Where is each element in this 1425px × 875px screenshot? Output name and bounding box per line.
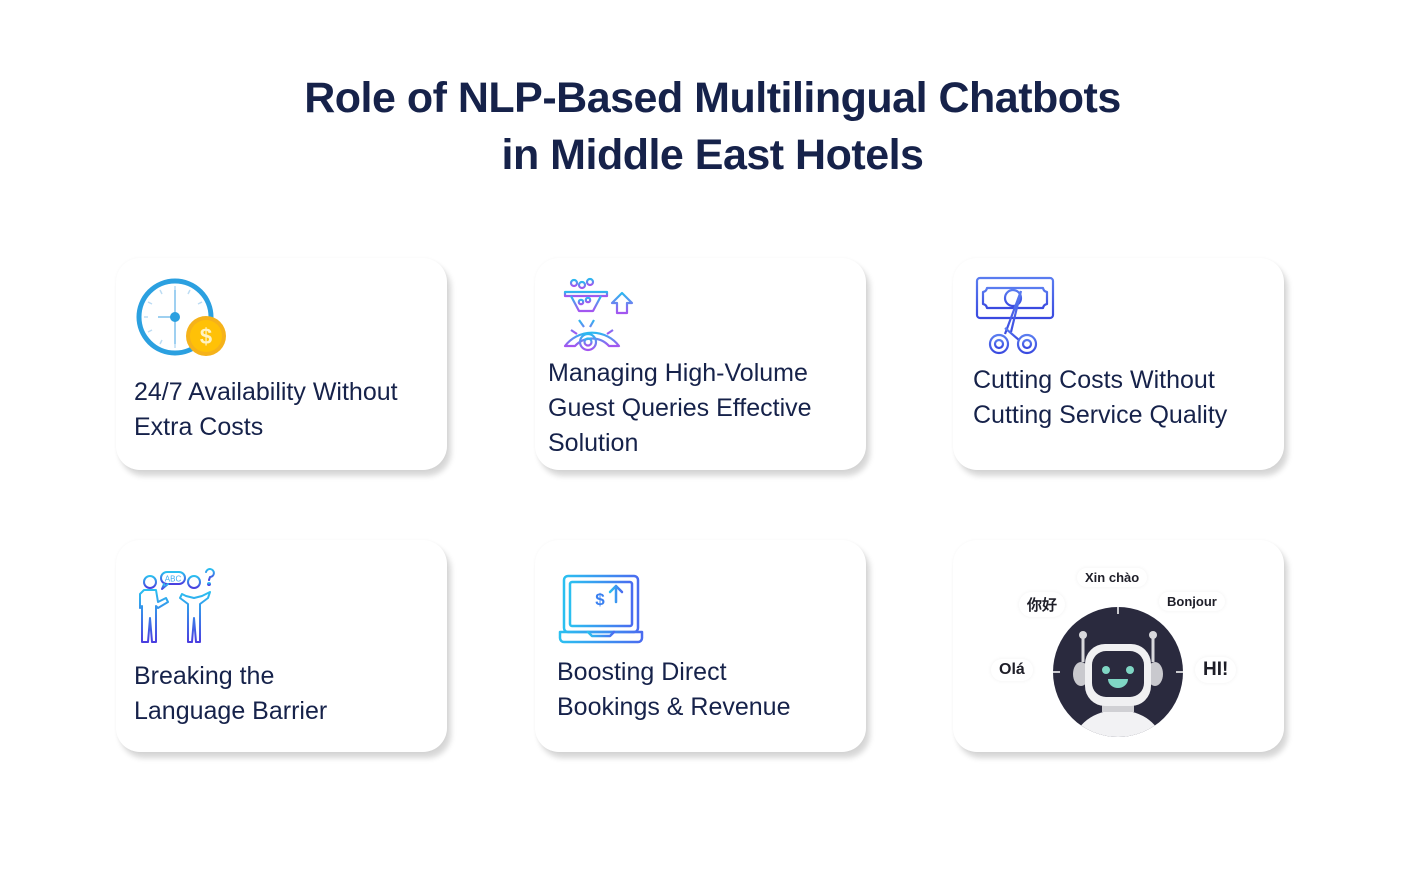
card-label: Cutting Costs Without Cutting Service Qu… xyxy=(973,363,1283,433)
card-label-line: Cutting Service Quality xyxy=(973,401,1228,429)
scissors-cutting-money-icon xyxy=(975,276,1057,362)
clock-coin-icon: $ xyxy=(136,278,228,362)
card-high-volume-queries: Managing High-Volume Guest Queries Effec… xyxy=(535,258,866,470)
greeting-french: Bonjour xyxy=(1159,592,1225,611)
multilingual-robot-icon xyxy=(1052,606,1184,742)
card-cutting-costs: Cutting Costs Without Cutting Service Qu… xyxy=(953,258,1284,470)
speech-text: ABC xyxy=(165,575,182,584)
card-label-line: Extra Costs xyxy=(134,413,264,441)
svg-text:$: $ xyxy=(200,324,212,349)
card-language-barrier: ABC Breaking the Language Barrier xyxy=(116,540,447,752)
card-label-line: Breaking the xyxy=(134,662,275,690)
card-multilingual-robot: Xin chào 你好 Bonjour Olá HI! xyxy=(953,540,1284,752)
greeting-chinese: 你好 xyxy=(1019,592,1066,617)
title-line-2: in Middle East Hotels xyxy=(501,131,924,179)
title-line-1: Role of NLP-Based Multilingual Chatbots xyxy=(304,74,1121,122)
laptop-revenue-icon: $ xyxy=(558,574,644,650)
card-label: 24/7 Availability Without Extra Costs xyxy=(134,375,444,445)
dollar-symbol: $ xyxy=(595,590,605,609)
funnel-gear-growth-icon xyxy=(557,276,639,360)
card-label-line: Bookings & Revenue xyxy=(557,693,791,721)
greeting-portuguese: Olá xyxy=(991,659,1033,681)
card-label-line: Boosting Direct xyxy=(557,658,727,686)
card-label-line: Cutting Costs Without xyxy=(973,366,1215,394)
card-label: Breaking the Language Barrier xyxy=(134,659,444,729)
card-label: Managing High-Volume Guest Queries Effec… xyxy=(548,356,858,461)
page-title: Role of NLP-Based Multilingual Chatbots … xyxy=(0,70,1425,184)
card-247-availability: $ 24/7 Availability Without Extra Costs xyxy=(116,258,447,470)
card-label-line: Guest Queries Effective xyxy=(548,394,812,422)
card-direct-bookings: $ Boosting Direct Bookings & Revenue xyxy=(535,540,866,752)
card-label-line: Managing High-Volume xyxy=(548,359,808,387)
people-conversation-icon: ABC xyxy=(136,568,218,650)
card-label: Boosting Direct Bookings & Revenue xyxy=(557,655,867,725)
greeting-english: HI! xyxy=(1195,657,1237,683)
card-label-line: Solution xyxy=(548,429,639,457)
card-label-line: Language Barrier xyxy=(134,697,328,725)
card-label-line: 24/7 Availability Without xyxy=(134,378,398,406)
greeting-vietnamese: Xin chào xyxy=(1077,568,1148,587)
